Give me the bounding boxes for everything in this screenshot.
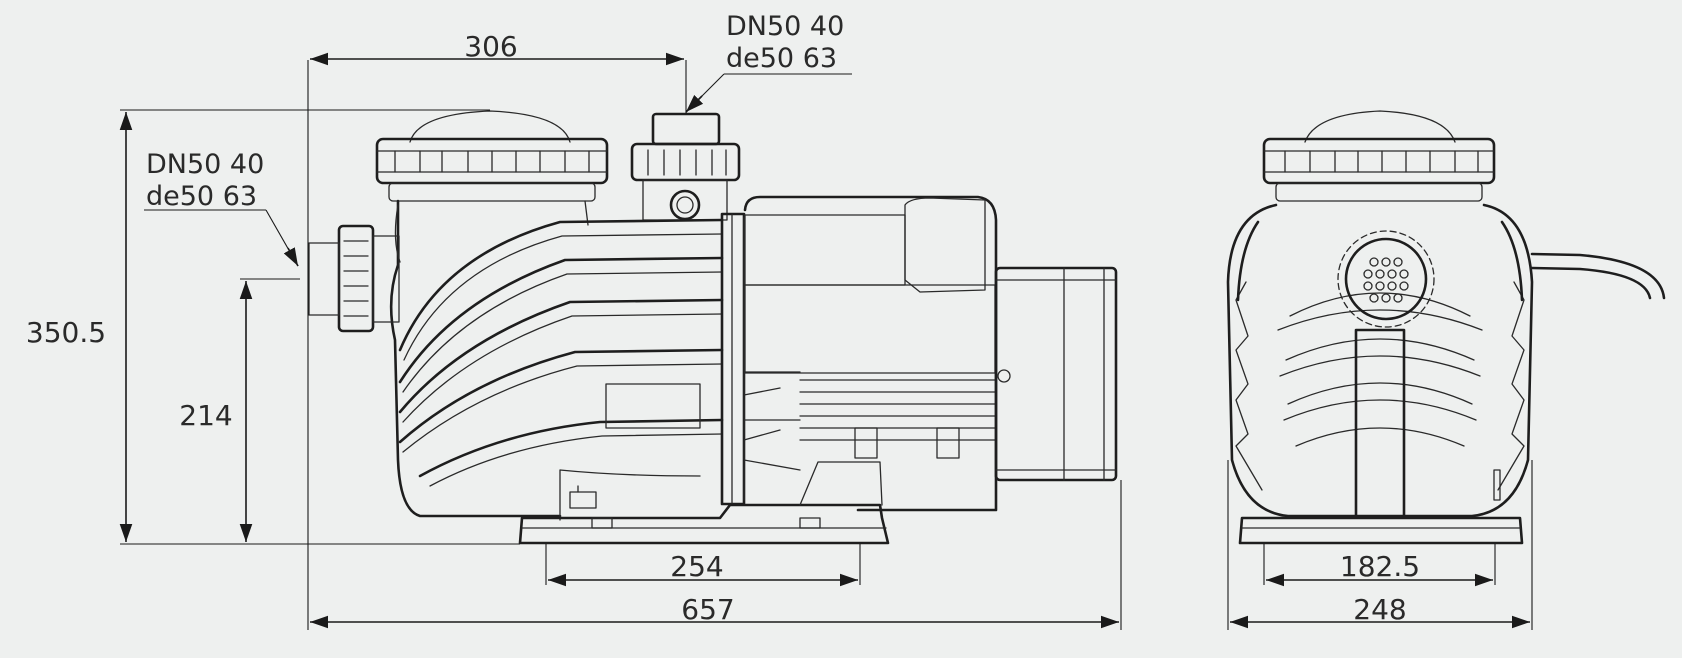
dimension-labels: 306 350.5 214 254 657 182.5 248 DN50 40 … <box>26 11 1420 626</box>
motor-flange <box>720 212 801 506</box>
pump-base <box>518 461 890 545</box>
label-350-5: 350.5 <box>26 316 106 349</box>
inlet-grille <box>1363 257 1409 303</box>
strainer-lid <box>375 110 609 202</box>
pump-body-ribs <box>398 218 724 521</box>
dimension-lines <box>119 52 1533 630</box>
label-254: 254 <box>670 550 723 583</box>
label-outlet-connection-1: DN50 40 <box>726 11 844 42</box>
label-306: 306 <box>464 30 517 63</box>
label-inlet-connection-2: de50 63 <box>146 181 257 212</box>
label-182-5: 182.5 <box>1340 550 1420 583</box>
strainer-housing <box>389 199 589 518</box>
label-214: 214 <box>179 399 232 432</box>
label-248: 248 <box>1353 593 1406 626</box>
motor <box>743 195 1118 512</box>
pump-front-view <box>308 110 1118 545</box>
label-outlet-connection-2: de50 63 <box>726 43 837 74</box>
label-657: 657 <box>681 593 734 626</box>
label-inlet-connection-1: DN50 40 <box>146 149 264 180</box>
inlet-union <box>308 224 400 333</box>
pump-side-view <box>1226 110 1666 545</box>
outlet-union <box>630 112 741 221</box>
